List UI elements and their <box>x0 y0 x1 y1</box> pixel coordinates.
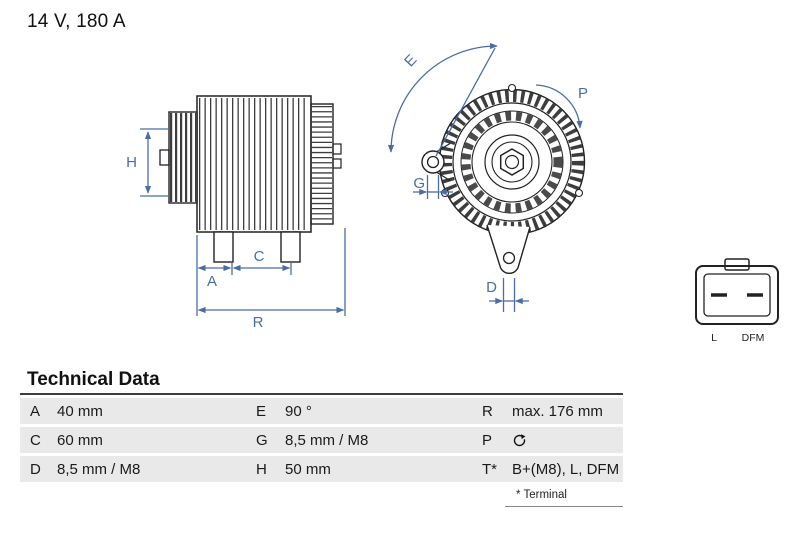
cell-value: max. 176 mm <box>512 402 603 420</box>
technical-data-section: Technical Data A 40 mm E 90 ° R max. 176… <box>20 369 623 507</box>
bottom-lug <box>486 224 531 275</box>
dim-label-g: G <box>413 175 425 192</box>
bottom-lug-hole <box>502 251 516 265</box>
dimension-annotations: H A C R E <box>126 42 588 331</box>
dim-label-c: C <box>254 248 265 265</box>
cell-value: 8,5 mm / M8 <box>57 460 141 478</box>
cell-key: D <box>30 460 41 478</box>
mounting-foot-rear <box>280 231 301 263</box>
fan-vents <box>461 111 563 213</box>
cell-value: B+(M8), L, DFM <box>512 460 620 478</box>
through-bolt <box>507 83 517 93</box>
footnote-rule <box>505 506 623 507</box>
dim-label-e: E <box>401 51 420 70</box>
terminal-footnote: * Terminal <box>516 489 567 501</box>
table-row: D 8,5 mm / M8 H 50 mm T* B+(M8), L, DFM <box>20 456 623 482</box>
voltage-current-rating: 14 V, 180 A <box>27 11 126 32</box>
terminal-stud <box>332 143 342 155</box>
shaft-nut <box>499 148 525 176</box>
mounting-ear-hole <box>426 155 440 169</box>
dim-label-d: D <box>486 279 497 296</box>
title-rule <box>20 393 623 395</box>
alternator-side-view <box>159 95 342 263</box>
dimension-d: D <box>486 278 529 312</box>
dim-label-r: R <box>253 314 264 331</box>
dimension-h: H <box>126 128 169 197</box>
cell-value: 40 mm <box>57 402 103 420</box>
cell-key: E <box>256 402 267 420</box>
dimension-a: A <box>196 235 233 316</box>
cell-key: H <box>256 460 267 478</box>
cell-value: 50 mm <box>285 460 331 478</box>
cell-key: C <box>30 431 41 449</box>
table-row: A 40 mm E 90 ° R max. 176 mm <box>20 398 623 424</box>
dimension-c: C <box>232 248 292 275</box>
cell-key: G <box>256 431 268 449</box>
dimension-g: G <box>413 175 453 199</box>
cell-key: P <box>482 431 493 449</box>
cell-value: 90 ° <box>285 402 312 420</box>
pulley <box>168 111 198 204</box>
cell-value: 8,5 mm / M8 <box>285 431 369 449</box>
connector-pin-label-dfm: DFM <box>742 332 765 344</box>
cell-key: T* <box>482 460 497 478</box>
cell-key: A <box>30 402 41 420</box>
technical-drawing: H A C R E <box>126 42 779 344</box>
cell-value: 60 mm <box>57 431 103 449</box>
connector-diagram: L DFM <box>695 258 779 344</box>
connector-pin-label-l: L <box>711 332 717 344</box>
rotation-direction-arrow <box>535 84 583 129</box>
connector-outline <box>695 265 779 325</box>
connector-tab <box>724 258 750 271</box>
clockwise-rotation-icon <box>512 433 623 448</box>
dim-label-a: A <box>207 273 217 290</box>
dim-label-h: H <box>126 154 137 171</box>
dimension-p: P <box>535 84 588 129</box>
dim-label-p: P <box>578 85 588 102</box>
mounting-foot-front <box>213 231 234 263</box>
technical-data-title: Technical Data <box>27 369 160 390</box>
cell-key: R <box>482 402 493 420</box>
table-row: C 60 mm G 8,5 mm / M8 P <box>20 427 623 453</box>
dimension-r: R <box>197 228 346 331</box>
alternator-front-view <box>421 83 586 275</box>
